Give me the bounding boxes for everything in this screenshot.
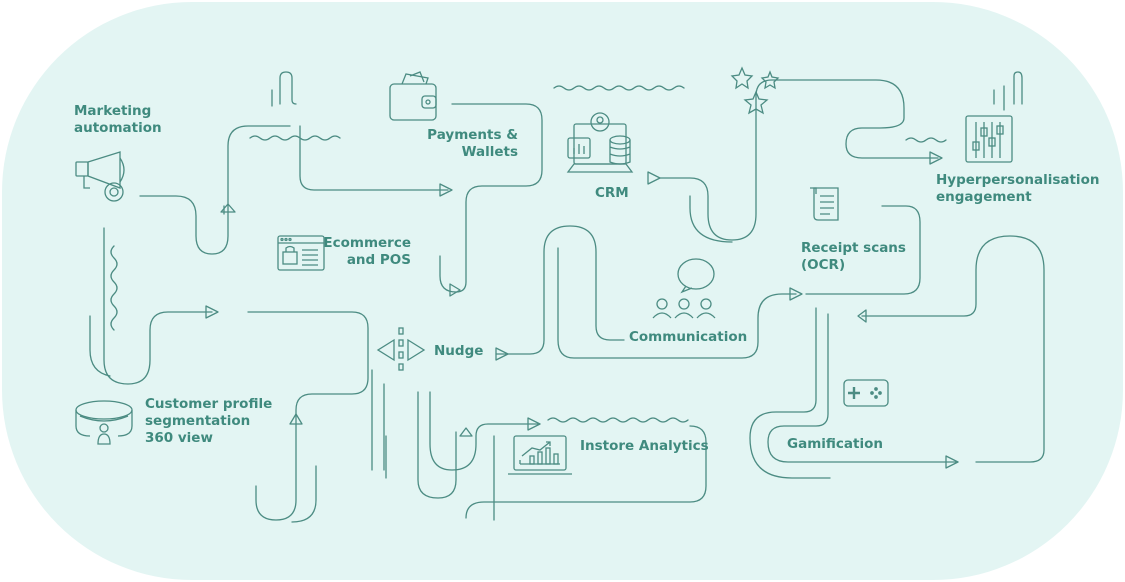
- instore-label: Instore Analytics: [580, 438, 709, 455]
- communication-line-1: Communication: [629, 329, 748, 345]
- gamepad-icon: [843, 379, 889, 407]
- ecommerce-line-2: and POS: [346, 252, 411, 268]
- marketing-line-1: Marketing: [74, 103, 152, 119]
- receipt-line-1: Receipt scans: [801, 240, 906, 256]
- crm-line-1: CRM: [595, 185, 629, 201]
- customer-label: Customer profile segmentation 360 view: [145, 396, 272, 447]
- stars-icon: [730, 66, 780, 115]
- wallet-icon: [389, 71, 437, 121]
- customer-line-3: 360 view: [145, 430, 213, 446]
- marketing-label: Marketing automation: [74, 103, 162, 137]
- laptop-database-icon: [566, 112, 634, 173]
- ring-person-icon: [75, 400, 133, 445]
- crm-label: CRM: [595, 185, 629, 202]
- marketing-line-2: automation: [74, 120, 162, 136]
- receipt-icon: [810, 187, 839, 221]
- gamification-label: Gamification: [787, 436, 883, 453]
- receipt-label: Receipt scans (OCR): [801, 240, 906, 274]
- customer-line-1: Customer profile: [145, 396, 273, 412]
- payments-line-1: Payments &: [427, 127, 518, 143]
- megaphone-gear-icon: [75, 151, 125, 202]
- hyper-label: Hyperpersonalisation engagement: [936, 172, 1099, 206]
- customer-line-2: segmentation: [145, 413, 251, 429]
- instore-line-1: Instore Analytics: [580, 438, 709, 454]
- communication-label: Communication: [629, 329, 747, 346]
- nudge-line-1: Nudge: [434, 343, 484, 359]
- hyper-line-1: Hyperpersonalisation: [936, 172, 1100, 188]
- sliders-icon: [965, 115, 1013, 163]
- payments-line-2: Wallets: [461, 144, 518, 160]
- ecommerce-line-1: Ecommerce: [323, 235, 411, 251]
- nudge-label: Nudge: [434, 343, 483, 360]
- payments-label: Payments & Wallets: [420, 127, 518, 161]
- gamification-line-1: Gamification: [787, 436, 883, 452]
- ecommerce-label: Ecommerce and POS: [320, 235, 411, 269]
- chat-people-icon: [652, 258, 716, 319]
- receipt-line-2: (OCR): [801, 257, 846, 273]
- browser-store-icon: [277, 235, 325, 271]
- nudge-arrows-icon: [376, 327, 426, 371]
- analytics-chart-icon: [508, 435, 572, 475]
- hyper-line-2: engagement: [936, 189, 1032, 205]
